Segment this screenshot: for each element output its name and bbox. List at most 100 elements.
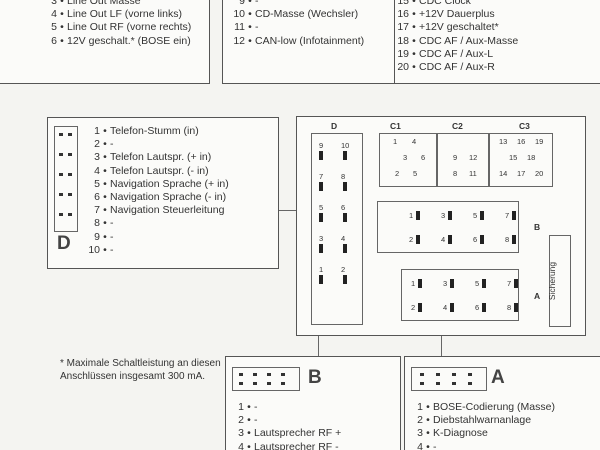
pin-contact bbox=[450, 279, 454, 288]
pin-label: 2 bbox=[409, 235, 414, 244]
pin-label: 3 bbox=[443, 279, 448, 288]
pin-row: 4•Telefon Lautspr. (- in) bbox=[86, 165, 229, 178]
pin-label: 5 bbox=[475, 279, 480, 288]
diagram-b-label: B bbox=[534, 222, 541, 232]
bullet: • bbox=[412, 0, 416, 7]
bullet: • bbox=[247, 414, 251, 427]
pin-row: 8•- bbox=[86, 217, 229, 230]
top-mid-pin-box: 9•-10•CD-Masse (Wechsler)11•-12•CAN-low … bbox=[222, 0, 396, 84]
pin-number: 3 bbox=[51, 0, 57, 7]
pin-function: - bbox=[110, 138, 114, 151]
bullet: • bbox=[248, 0, 252, 7]
pin-function: Line Out LF (vorne links) bbox=[67, 8, 182, 21]
bullet: • bbox=[247, 401, 251, 413]
pin-number: 8 bbox=[94, 217, 100, 230]
pin-row: 3•K-Diagnose bbox=[409, 427, 555, 440]
pin-number: 12 bbox=[233, 34, 245, 47]
bullet: • bbox=[412, 47, 416, 60]
pin-label: 12 bbox=[469, 153, 478, 162]
pin-function: Diebstahlwarnanlage bbox=[433, 414, 532, 427]
diagram-c1-block bbox=[379, 133, 437, 187]
pin-row: 1•BOSE-Codierung (Masse) bbox=[409, 401, 555, 414]
bullet: • bbox=[248, 34, 252, 47]
pin-label: 1 bbox=[409, 211, 414, 220]
pin-function: CDC AF / Aux-R bbox=[419, 61, 495, 74]
pin-label: 9 bbox=[453, 153, 458, 162]
pin-number: 5 bbox=[51, 21, 57, 34]
fuse-label: Sicherung bbox=[547, 261, 558, 301]
pin-contact bbox=[482, 303, 486, 312]
pin-number: 1 bbox=[417, 401, 423, 413]
pin-function: - bbox=[110, 230, 114, 243]
pin-label: 20 bbox=[535, 169, 544, 178]
pin-function: 12V geschalt.* (BOSE ein) bbox=[67, 34, 191, 47]
bullet: • bbox=[248, 8, 252, 21]
pin-label: 4 bbox=[441, 235, 446, 244]
pin-row: 17•+12V geschaltet* bbox=[395, 21, 518, 34]
pin-number: 4 bbox=[238, 440, 244, 450]
pin-function: Telefon Lautspr. (+ in) bbox=[110, 151, 212, 164]
pin-contact bbox=[416, 235, 420, 244]
pin-label: 11 bbox=[469, 169, 477, 178]
bullet: • bbox=[103, 125, 107, 137]
pin-number: 10 bbox=[233, 8, 245, 21]
bullet: • bbox=[103, 177, 107, 190]
pin-row: 5•Navigation Sprache (+ in) bbox=[86, 178, 229, 191]
pin-label: 6 bbox=[341, 203, 346, 212]
pin-number: 7 bbox=[94, 204, 100, 217]
pin-contact bbox=[418, 303, 422, 312]
pin-row: 3•Line Out Masse bbox=[43, 0, 191, 8]
bullet: • bbox=[248, 21, 252, 34]
connector-b-pin-list: 1•-2•-3•Lautsprecher RF +4•Lautsprecher … bbox=[230, 401, 341, 450]
bullet: • bbox=[103, 204, 107, 217]
pin-row: 2•- bbox=[230, 414, 341, 427]
pin-label: 3 bbox=[441, 211, 446, 220]
bullet: • bbox=[103, 230, 107, 243]
pin-function: Telefon Lautspr. (- in) bbox=[110, 164, 209, 177]
pin-number: 2 bbox=[238, 414, 244, 427]
pin-number: 16 bbox=[397, 8, 409, 21]
pin-number: 4 bbox=[51, 8, 57, 21]
pin-label: 3 bbox=[319, 234, 324, 243]
pin-function: CD-Masse (Wechsler) bbox=[255, 8, 359, 21]
pin-contact bbox=[319, 182, 323, 191]
pin-label: 1 bbox=[319, 265, 324, 274]
pin-number: 4 bbox=[94, 164, 100, 177]
diagram-c1-label: C1 bbox=[390, 121, 401, 131]
pin-function: Line Out RF (vorne rechts) bbox=[67, 21, 192, 34]
pin-function: Telefon-Stumm (in) bbox=[110, 125, 199, 137]
connector-b-icon bbox=[232, 367, 300, 391]
pin-row: 2•Diebstahlwarnanlage bbox=[409, 414, 555, 427]
pin-row: 11•- bbox=[231, 21, 364, 34]
bullet: • bbox=[103, 151, 107, 164]
connector-d-lead bbox=[279, 210, 297, 211]
bullet: • bbox=[426, 401, 430, 413]
pin-row: 16•+12V Dauerplus bbox=[395, 8, 518, 21]
pin-label: 4 bbox=[412, 137, 417, 146]
connector-b-lead bbox=[318, 336, 319, 356]
pin-contact bbox=[319, 244, 323, 253]
pin-row: 19•CDC AF / Aux-L bbox=[395, 48, 518, 61]
pin-contact bbox=[512, 235, 516, 244]
bullet: • bbox=[103, 243, 107, 256]
pin-label: 1 bbox=[411, 279, 416, 288]
pin-number: 9 bbox=[94, 230, 100, 243]
pin-number: 11 bbox=[234, 21, 245, 34]
pin-function: K-Diagnose bbox=[433, 427, 488, 440]
pin-label: 10 bbox=[341, 141, 350, 150]
pin-row: 4•- bbox=[409, 441, 555, 450]
pin-row: 7•Navigation Steuerleitung bbox=[86, 204, 229, 217]
pin-row: 12•CAN-low (Infotainment) bbox=[231, 35, 364, 48]
pin-label: 18 bbox=[527, 153, 536, 162]
pin-function: Lautsprecher RF + bbox=[254, 427, 342, 440]
bullet: • bbox=[426, 414, 430, 427]
pin-label: 6 bbox=[473, 235, 478, 244]
pin-contact bbox=[514, 279, 518, 288]
pin-contact bbox=[512, 211, 516, 220]
bullet: • bbox=[426, 427, 430, 440]
pin-row: 6•Navigation Sprache (- in) bbox=[86, 191, 229, 204]
